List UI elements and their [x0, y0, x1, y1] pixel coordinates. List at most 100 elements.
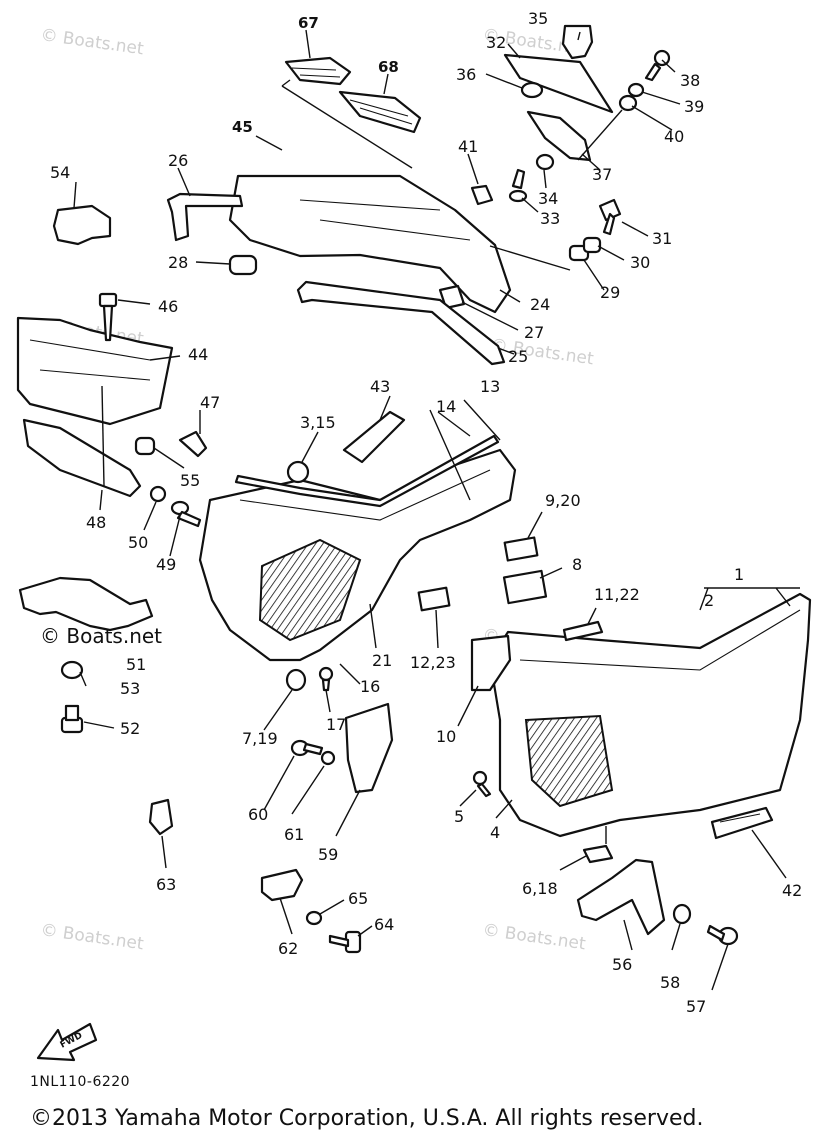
grommet-7: [285, 668, 307, 692]
trim-14: [234, 434, 500, 508]
callout-61: 61: [284, 825, 304, 844]
callout-6-18: 6,18: [522, 879, 558, 898]
copyright-notice: ©2013 Yamaha Motor Corporation, U.S.A. A…: [30, 1106, 704, 1131]
callout-12-23: 12,23: [410, 653, 456, 672]
callout-2: 2: [704, 591, 714, 610]
rail-25: [296, 280, 506, 366]
callout-35: 35: [528, 9, 548, 28]
clip-6-18: [582, 844, 614, 864]
bolt-33: [508, 168, 528, 203]
callout-47: 47: [200, 393, 220, 412]
callout-14: 14: [436, 397, 456, 416]
grommet-36: [520, 81, 544, 99]
callout-39: 39: [684, 97, 704, 116]
washer-39: [627, 82, 645, 98]
rod-26: [166, 192, 244, 242]
screw-5: [472, 770, 492, 798]
mesh-21: [258, 538, 362, 642]
callout-48: 48: [86, 513, 106, 532]
callout-21: 21: [372, 651, 392, 670]
screw-17: [318, 666, 334, 692]
emblem-8: [502, 569, 548, 605]
callout-17: 17: [326, 715, 346, 734]
bolt-49: [170, 500, 202, 528]
callout-57: 57: [686, 997, 706, 1016]
callout-62: 62: [278, 939, 298, 958]
collar-55: [134, 436, 156, 456]
callout-34: 34: [538, 189, 558, 208]
bracket-62: [260, 868, 304, 902]
callout-16: 16: [360, 677, 380, 696]
callout-65: 65: [348, 889, 368, 908]
decal-68: [338, 90, 422, 134]
collar-29-30: [568, 236, 602, 262]
watermark: © Boats.net: [39, 920, 145, 954]
callout-52: 52: [120, 719, 140, 738]
leader-lines: [73, 29, 787, 991]
emblem-12-23: [417, 586, 451, 612]
callout-44: 44: [188, 345, 208, 364]
callout-49: 49: [156, 555, 176, 574]
washer-65: [305, 910, 323, 926]
watermark: © Boats.net: [39, 25, 145, 59]
callout-63: 63: [156, 875, 176, 894]
box-44: [16, 316, 174, 426]
callout-29: 29: [600, 283, 620, 302]
collar-53: [60, 660, 84, 680]
callout-8: 8: [572, 555, 582, 574]
bolt-57: [706, 924, 739, 946]
seal-43: [342, 410, 406, 464]
side-cover-24: [228, 174, 512, 314]
callout-55: 55: [180, 471, 200, 490]
collar-50: [149, 485, 167, 503]
clip-63: [148, 798, 174, 836]
diagram-code: 1NL110-6220: [30, 1074, 131, 1090]
bolt-47: [178, 430, 208, 458]
callout-41: 41: [458, 137, 478, 156]
callout-64: 64: [374, 915, 394, 934]
callout-68: 68: [378, 58, 399, 76]
callout-45: 45: [232, 118, 253, 136]
panel-10: [470, 634, 512, 692]
callout-33: 33: [540, 209, 560, 228]
bolt-31: [598, 198, 622, 236]
washer-58: [672, 903, 692, 925]
side-cover-1: [488, 592, 812, 838]
callout-46: 46: [158, 297, 178, 316]
callout-36: 36: [456, 65, 476, 84]
callout-28: 28: [168, 253, 188, 272]
bracket-37: [526, 110, 592, 162]
callout-7-19: 7,19: [242, 729, 278, 748]
bracket-54: [52, 204, 112, 246]
callout-56: 56: [612, 955, 632, 974]
decal-67: [284, 56, 352, 86]
callout-67: 67: [298, 14, 319, 32]
grommet-34: [535, 153, 555, 171]
callout-11-22: 11,22: [594, 585, 640, 604]
callout-27: 27: [524, 323, 544, 342]
callout-53: 53: [120, 679, 140, 698]
callout-37: 37: [592, 165, 612, 184]
washer-61: [320, 750, 336, 766]
watermark: © Boats.net: [481, 920, 587, 954]
emblem-32: [503, 53, 614, 114]
callout-30: 30: [630, 253, 650, 272]
callout-1: 1: [734, 565, 744, 584]
callout-40: 40: [664, 127, 684, 146]
callout-24: 24: [530, 295, 550, 314]
callout-50: 50: [128, 533, 148, 552]
bolt-38: [644, 49, 671, 82]
bracket-48: [22, 418, 142, 498]
callout-3-15: 3,15: [300, 413, 336, 432]
callout-4: 4: [490, 823, 500, 842]
mesh-cover-1: [524, 714, 614, 808]
callout-9-20: 9,20: [545, 491, 581, 510]
callout-58: 58: [660, 973, 680, 992]
bar-42: [710, 806, 774, 840]
emblem-9-20: [503, 536, 539, 562]
callout-32: 32: [486, 33, 506, 52]
bolt-52: [60, 704, 84, 734]
callout-13: 13: [480, 377, 500, 396]
callout-31: 31: [652, 229, 672, 248]
bolt-64: [328, 930, 362, 954]
